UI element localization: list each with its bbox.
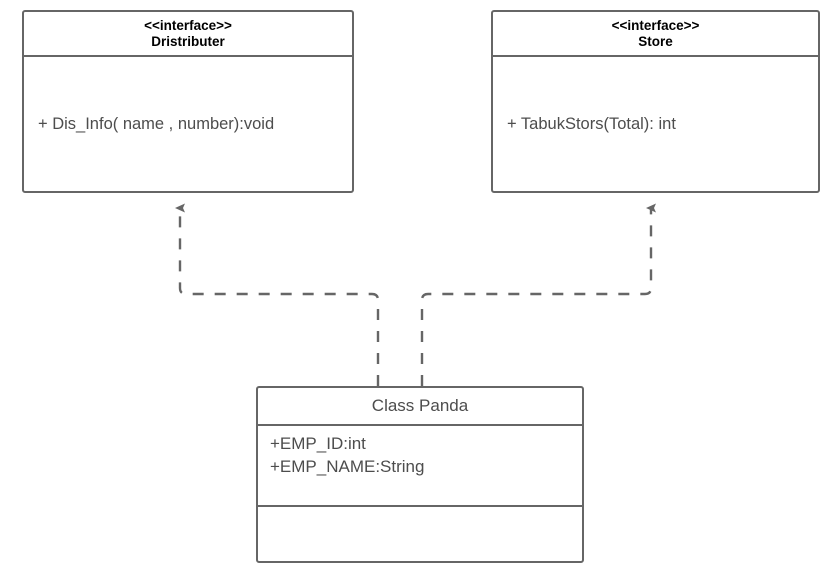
attribute-item: +EMP_ID:int xyxy=(270,434,366,453)
interface-box-store[interactable]: <<interface>> Store + TabukStors(Total):… xyxy=(491,10,820,193)
interface-name-label: Store xyxy=(638,33,673,49)
interface-box-dristributer[interactable]: <<interface>> Dristributer + Dis_Info( n… xyxy=(22,10,354,193)
class-attributes-compartment: +EMP_ID:int +EMP_NAME:String xyxy=(258,426,582,507)
interface-operations-compartment-store: + TabukStors(Total): int xyxy=(493,57,818,191)
interface-header-dristributer: <<interface>> Dristributer xyxy=(24,12,352,57)
attribute-item: +EMP_NAME:String xyxy=(270,457,425,476)
realization-connector-store xyxy=(420,203,656,386)
interface-name-label: Dristributer xyxy=(151,33,225,49)
operation-item: + Dis_Info( name , number):void xyxy=(38,115,275,133)
class-operations-compartment xyxy=(258,507,582,561)
class-name-label: Class Panda xyxy=(258,388,582,426)
operation-item: + TabukStors(Total): int xyxy=(507,115,676,133)
stereotype-label: <<interface>> xyxy=(144,17,232,33)
realization-connector-dristributer xyxy=(175,203,380,386)
interface-header-store: <<interface>> Store xyxy=(493,12,818,57)
stereotype-label: <<interface>> xyxy=(611,17,700,33)
class-box-panda[interactable]: Class Panda +EMP_ID:int +EMP_NAME:String xyxy=(256,386,584,563)
interface-operations-compartment-dristributer: + Dis_Info( name , number):void xyxy=(24,57,352,191)
